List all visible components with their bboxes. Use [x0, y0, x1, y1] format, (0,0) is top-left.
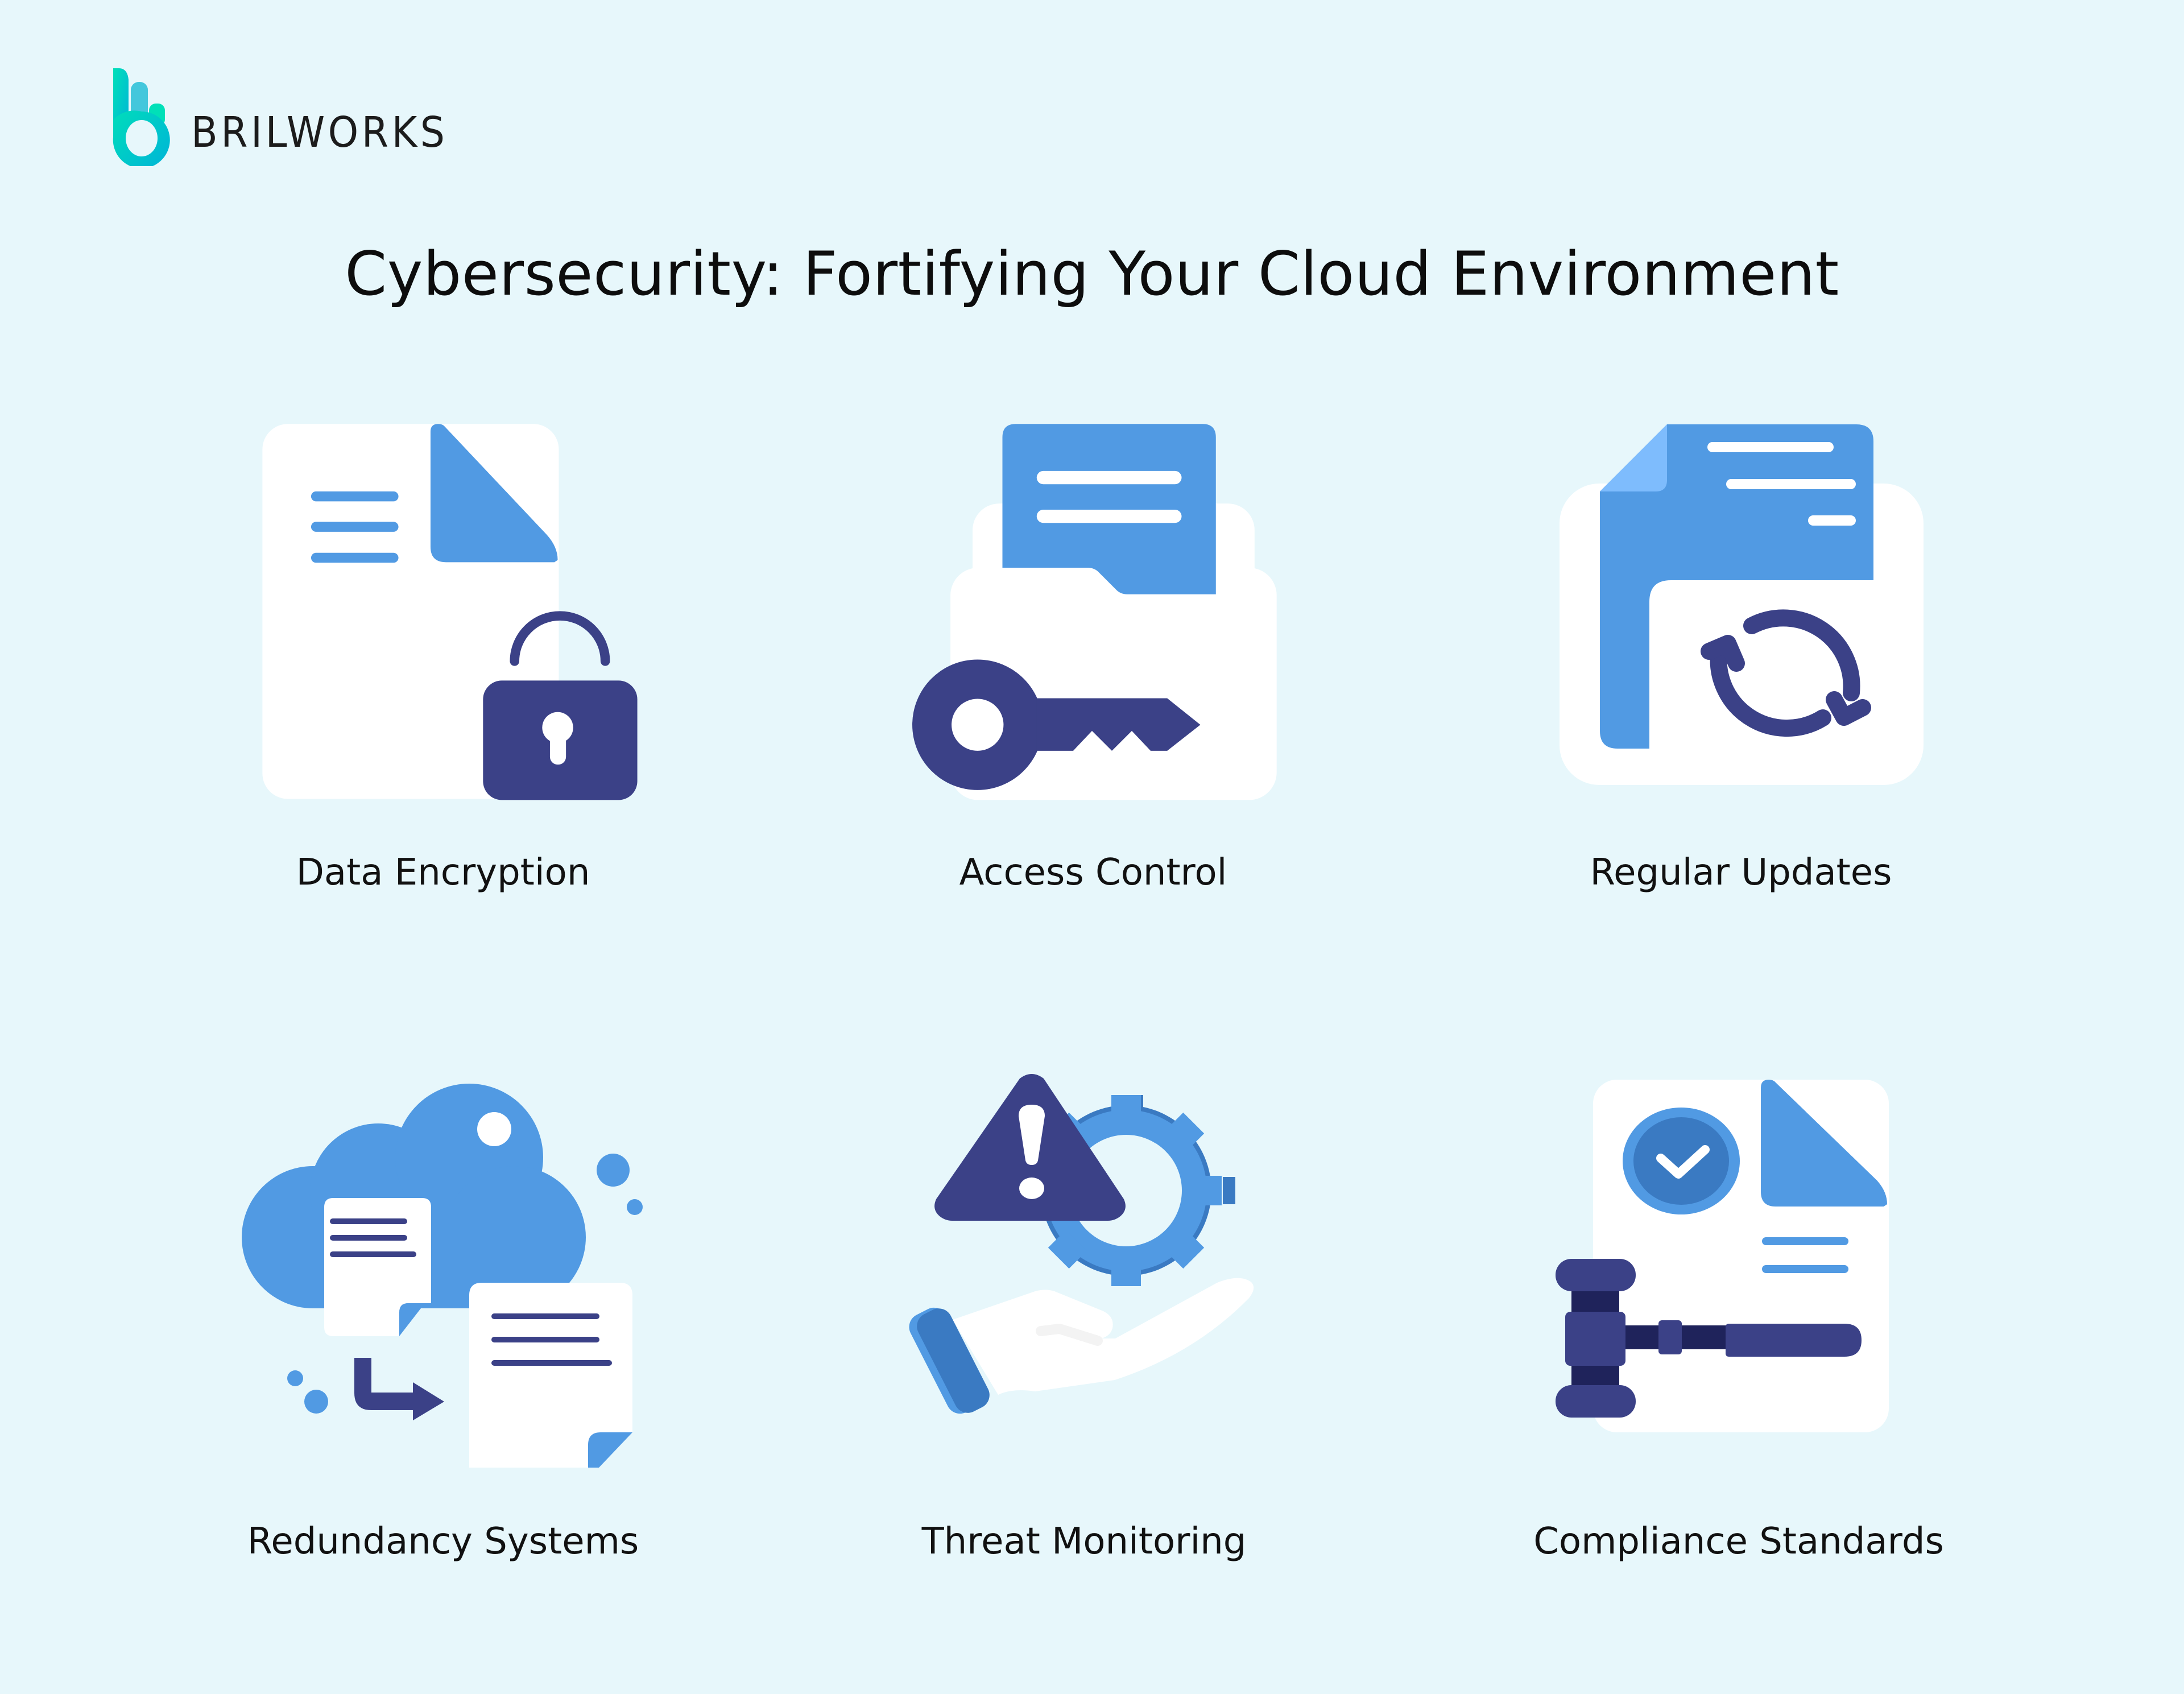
page-title: Cybersecurity: Fortifying Your Cloud Env…	[345, 239, 1839, 309]
cloud-documents-backup-icon	[228, 1058, 660, 1468]
label-access-control: Access Control	[959, 852, 1227, 894]
label-compliance-standards: Compliance Standards	[1533, 1521, 1944, 1563]
label-threat-monitoring: Threat Monitoring	[921, 1521, 1247, 1563]
brand-name: BRILWORKS	[191, 108, 448, 157]
label-regular-updates: Regular Updates	[1590, 852, 1892, 894]
hand-warning-gear-icon	[899, 1058, 1263, 1479]
folder-refresh-icon	[1547, 410, 1934, 796]
label-data-encryption: Data Encryption	[296, 852, 590, 894]
label-redundancy-systems: Redundancy Systems	[247, 1521, 639, 1563]
document-gavel-check-icon	[1536, 1058, 1911, 1468]
brilworks-logo-icon	[111, 66, 171, 166]
document-lock-icon	[250, 410, 648, 808]
folder-key-icon	[893, 410, 1291, 808]
